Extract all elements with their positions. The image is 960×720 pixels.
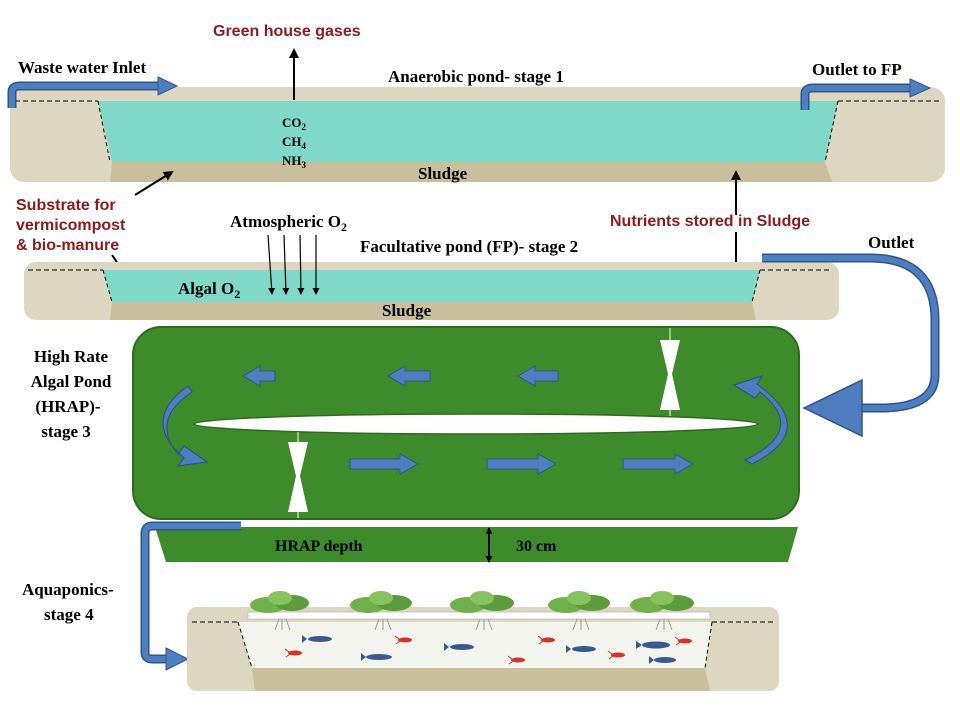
gas-nh3: NH3 (282, 153, 307, 170)
facultative-pond: Atmospheric O2 Facultative pond (FP)- st… (24, 212, 940, 438)
greenhouse-gases-label: Green house gases (213, 23, 361, 40)
prawn-1 (284, 648, 302, 658)
prawn-4 (537, 635, 555, 645)
plant-2 (350, 591, 412, 631)
flow-arrow-bottom-1 (349, 453, 420, 475)
aqua-bank-left (237, 621, 253, 669)
hrap-depth-label: HRAP depth (275, 538, 363, 555)
o2-arrow-2 (282, 234, 290, 295)
pond2-bank-left (102, 269, 113, 303)
pond2-bank-right (751, 269, 761, 303)
hrap-outlet-pipe (142, 523, 241, 662)
aquaponics-raft (247, 611, 711, 620)
flow-arrow-top-2 (387, 365, 431, 387)
hrap: High Rate Algal Pond (HRAP)- stage 3 HRA… (31, 326, 800, 671)
atmospheric-o2-label: Atmospheric O2 (230, 212, 347, 234)
plant-1 (250, 591, 309, 631)
pond1-sludge-label: Sludge (418, 164, 468, 183)
flow-arrow-top-1 (242, 365, 276, 387)
outlet-arrowhead (909, 78, 932, 98)
stage1-title: Anaerobic pond- stage 1 (388, 67, 564, 86)
flow-arrow-top-3 (517, 365, 559, 387)
aquaponics: Aquaponics- stage 4 (22, 580, 779, 691)
pond2-sludge (110, 302, 756, 320)
prawn-3 (507, 655, 525, 665)
o2-arrow-3 (297, 234, 305, 295)
stage2-title: Facultative pond (FP)- stage 2 (360, 237, 578, 256)
prawn-5 (607, 650, 625, 660)
stage3-line1: High Rate (34, 347, 109, 366)
hrap-center-divider (193, 413, 759, 435)
stage4-line2: stage 4 (44, 605, 94, 624)
stage3-line4: stage 3 (41, 422, 91, 441)
turn-arrow-right (732, 374, 788, 465)
substrate-group: Substrate for vermicompost & bio-manure (16, 170, 174, 310)
fish-1 (302, 635, 332, 643)
pond2-water (103, 270, 760, 302)
pond2-sludge-label: Sludge (382, 301, 432, 320)
substrate-arrow-up (134, 170, 174, 196)
gas-ch4: CH4 (282, 134, 307, 151)
flow-arrow-bottom-3 (622, 453, 695, 475)
aqua-bank-right (704, 621, 713, 669)
o2-arrow-1 (267, 234, 276, 295)
pond1-water (98, 101, 838, 162)
turn-arrow-left (162, 385, 209, 467)
fp-outlet-pipe (762, 255, 938, 411)
hrap-depth-value: 30 cm (516, 538, 557, 555)
inlet-arrowhead (157, 76, 179, 96)
aquaponics-water (238, 622, 712, 668)
fish-4 (566, 645, 596, 653)
aquaponics-sludge (252, 668, 710, 691)
substrate-line3: & bio-manure (16, 237, 119, 254)
outlet-fp-label: Outlet to FP (812, 60, 902, 79)
plant-3 (450, 591, 514, 631)
plant-5 (630, 591, 694, 631)
fish-6 (649, 656, 676, 664)
gas-co2: CO2 (282, 115, 307, 132)
nutrients-label: Nutrients stored in Sludge (610, 213, 810, 230)
stage3-line2: Algal Pond (31, 372, 112, 391)
pond1-sludge (110, 162, 832, 182)
substrate-line1: Substrate for (16, 197, 116, 214)
stage4-line1: Aquaponics- (22, 580, 114, 599)
inlet-label: Waste water Inlet (18, 58, 146, 77)
hrap-outlet-arrowhead (165, 647, 190, 671)
flow-arrow-bottom-2 (486, 453, 558, 475)
pond1-bank-left (97, 100, 111, 163)
fish-3 (444, 643, 474, 651)
pond1-bank-right (824, 100, 839, 163)
fish-5 (636, 641, 670, 649)
inlet-pipe (9, 83, 160, 108)
stage3-line3: (HRAP)- (35, 397, 100, 416)
plant-4 (548, 591, 610, 631)
fp-outlet-arrowhead (802, 378, 863, 438)
fp-outlet-label: Outlet (868, 233, 915, 252)
prawn-6 (674, 636, 692, 646)
algal-o2-label: Algal O2 (178, 279, 240, 301)
hrap-depth-band (155, 527, 798, 562)
anaerobic-pond: Anaerobic pond- stage 1 Waste water Inle… (7, 23, 945, 183)
prawn-2 (394, 635, 412, 645)
substrate-line2: vermicompost (16, 217, 126, 234)
fish-2 (361, 653, 392, 661)
outlet-pipe (802, 85, 912, 110)
